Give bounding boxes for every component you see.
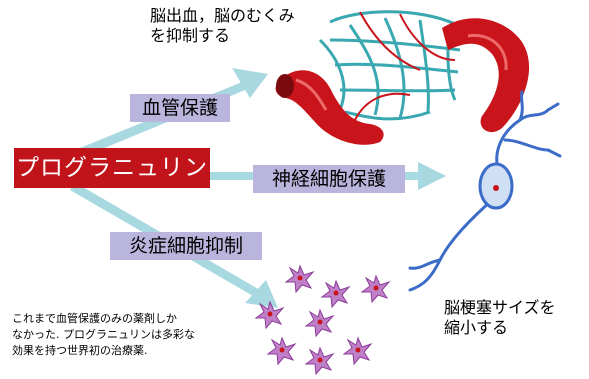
inflammatory-cell-suppression-label: 炎症細胞抑制: [110, 232, 262, 260]
neuroprotection-label: 神経細胞保護: [253, 165, 405, 193]
vascular-outcome-text: 脳出血，脳のむくみ を抑制する: [150, 6, 350, 46]
progranulin-box: プログラニュリン: [14, 148, 210, 188]
vascular-outcome-line-2: を抑制する: [150, 26, 231, 45]
infarct-outcome-line-1: 脳梗塞サイズを: [444, 298, 556, 317]
inflammatory-cells-illustration: [254, 264, 391, 376]
vascular-outcome-line-1: 脳出血，脳のむくみ: [150, 6, 295, 25]
infarct-outcome-text: 脳梗塞サイズを 縮小する: [444, 298, 589, 338]
summary-note: これまで血管保護のみの薬剤しか なかった. プログラニュリンは多彩な 効果を持つ…: [12, 311, 282, 359]
vascular-protection-label: 血管保護: [130, 94, 230, 122]
blood-vessel-illustration: [275, 10, 530, 145]
neuron-illustration: [408, 90, 562, 292]
infarct-outcome-line-2: 縮小する: [444, 318, 509, 337]
summary-note-line-1: これまで血管保護のみの薬剤しか: [12, 312, 177, 325]
summary-note-line-3: 効果を持つ世界初の治療薬.: [12, 344, 148, 357]
summary-note-line-2: なかった. プログラニュリンは多彩な: [12, 328, 195, 341]
